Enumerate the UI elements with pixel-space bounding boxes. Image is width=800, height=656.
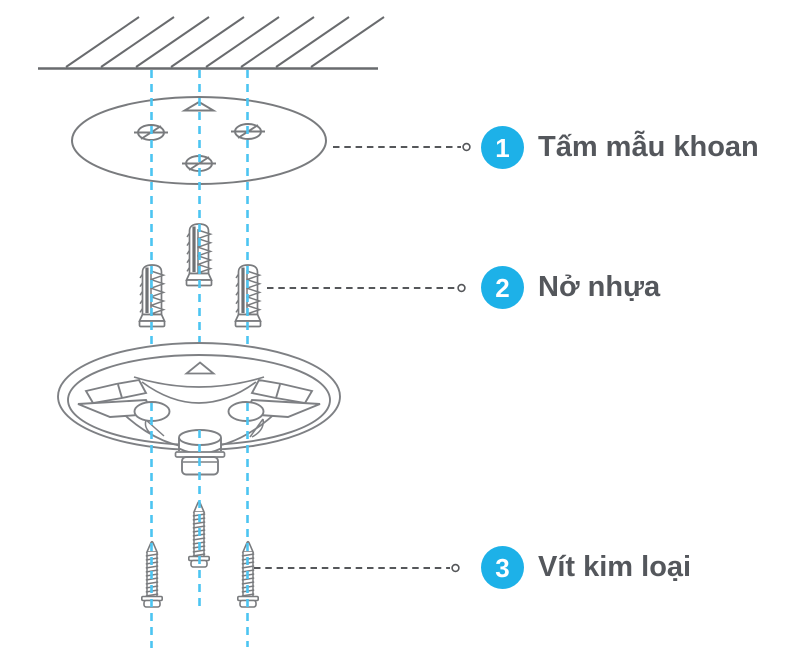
alignment-guide-lines	[150, 70, 249, 648]
ceiling-hatch-lines	[65, 16, 385, 68]
leader-line-3	[254, 563, 460, 573]
template-direction-triangle	[181, 100, 217, 112]
callout-3-number-badge: 3	[481, 546, 524, 589]
mount-base	[57, 342, 341, 476]
base-wedge-right	[249, 418, 265, 438]
ceiling-surface	[38, 16, 385, 70]
base-ring-lower-arc	[141, 381, 257, 404]
base-wedge-left	[144, 419, 165, 438]
leader-lines	[254, 142, 471, 573]
callout-metal-screw: 3 Vít kim loại	[481, 546, 691, 589]
callout-2-number-badge: 2	[481, 266, 524, 309]
base-ring-upper-arc	[133, 376, 265, 388]
leader-line-2	[267, 283, 466, 293]
base-direction-triangle	[183, 361, 217, 375]
callout-2-label: Nở nhựa	[538, 271, 661, 303]
callout-wall-anchor: 2 Nở nhựa	[481, 266, 660, 309]
callout-1-number-badge: 1	[481, 126, 524, 169]
callout-1-label: Tấm mẫu khoan	[538, 131, 759, 163]
base-screw-hole-right	[227, 401, 265, 422]
callout-3-label: Vít kim loại	[538, 551, 692, 583]
callout-drill-template: 1 Tấm mẫu khoan	[481, 126, 759, 169]
leader-line-1	[333, 142, 471, 152]
